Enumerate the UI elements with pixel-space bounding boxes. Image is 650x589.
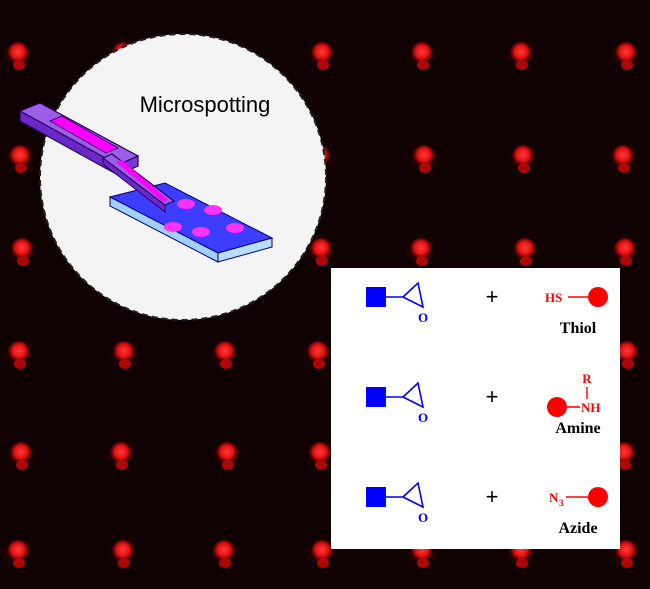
- fluorescent-spot: [603, 138, 643, 178]
- printed-spot: [177, 199, 195, 209]
- subscript-label: 3: [559, 498, 564, 508]
- fluorescent-spot: [505, 231, 545, 271]
- plus-sign: +: [486, 284, 499, 309]
- fluorescent-spot: [1, 435, 41, 475]
- microspotting-callout: Microspotting: [18, 33, 327, 321]
- functional-group-label: HS: [545, 290, 562, 305]
- printed-spot: [164, 222, 182, 232]
- reagent-name-label: Amine: [555, 420, 600, 437]
- circle-icon: [588, 487, 608, 507]
- fluorescent-spot: [205, 334, 245, 374]
- epoxide-oxygen-label: O: [418, 410, 428, 425]
- printed-spot: [204, 205, 222, 215]
- functional-group-label: N: [549, 490, 559, 505]
- fluorescent-spot: [0, 138, 40, 178]
- square-icon: [366, 387, 386, 407]
- printed-spot: [192, 227, 210, 237]
- fluorescent-spot: [301, 231, 341, 271]
- epoxide-icon: [402, 281, 425, 309]
- pipette-icon: [18, 102, 176, 214]
- fluorescent-spot: [298, 334, 338, 374]
- reagent-name-label: Azide: [558, 520, 597, 537]
- epoxide-icon: [402, 481, 425, 509]
- fluorescent-spot: [401, 231, 441, 271]
- fluorescent-spot: [404, 138, 444, 178]
- fluorescent-spot: [2, 231, 42, 271]
- epoxide-oxygen-label: O: [418, 510, 428, 525]
- fluorescent-spot: [300, 435, 340, 475]
- square-icon: [366, 487, 386, 507]
- callout-title: Microspotting: [140, 92, 271, 117]
- epoxide-oxygen-label: O: [418, 310, 428, 325]
- circle-icon: [547, 397, 567, 417]
- square-icon: [366, 287, 386, 307]
- fluorescent-spot: [402, 35, 442, 75]
- functional-group-label: NH: [581, 400, 601, 415]
- fluorescent-spot: [204, 533, 244, 573]
- fluorescent-spot: [104, 334, 144, 374]
- fluorescent-spot: [605, 231, 645, 271]
- reaction-row: O + HS Thiol: [366, 281, 608, 337]
- fluorescent-spot: [503, 138, 543, 178]
- fluorescent-spot: [501, 35, 541, 75]
- fluorescent-spot: [606, 35, 646, 75]
- callout-circle: [39, 33, 327, 321]
- fluorescent-spot: [302, 35, 342, 75]
- circle-icon: [588, 287, 608, 307]
- plus-sign: +: [486, 384, 499, 409]
- fluorescent-spot: [0, 35, 38, 75]
- substituent-label: R: [582, 371, 592, 386]
- printed-spot: [226, 223, 244, 233]
- fluorescent-spot: [101, 435, 141, 475]
- fluorescent-spot: [0, 533, 38, 573]
- fluorescent-spot: [103, 533, 143, 573]
- fluorescent-spot: [0, 334, 39, 374]
- reagent-name-label: Thiol: [560, 320, 597, 337]
- reaction-row: O + NH R Amine: [366, 371, 601, 437]
- fluorescent-spot: [207, 435, 247, 475]
- plus-sign: +: [486, 484, 499, 509]
- epoxide-icon: [402, 381, 425, 409]
